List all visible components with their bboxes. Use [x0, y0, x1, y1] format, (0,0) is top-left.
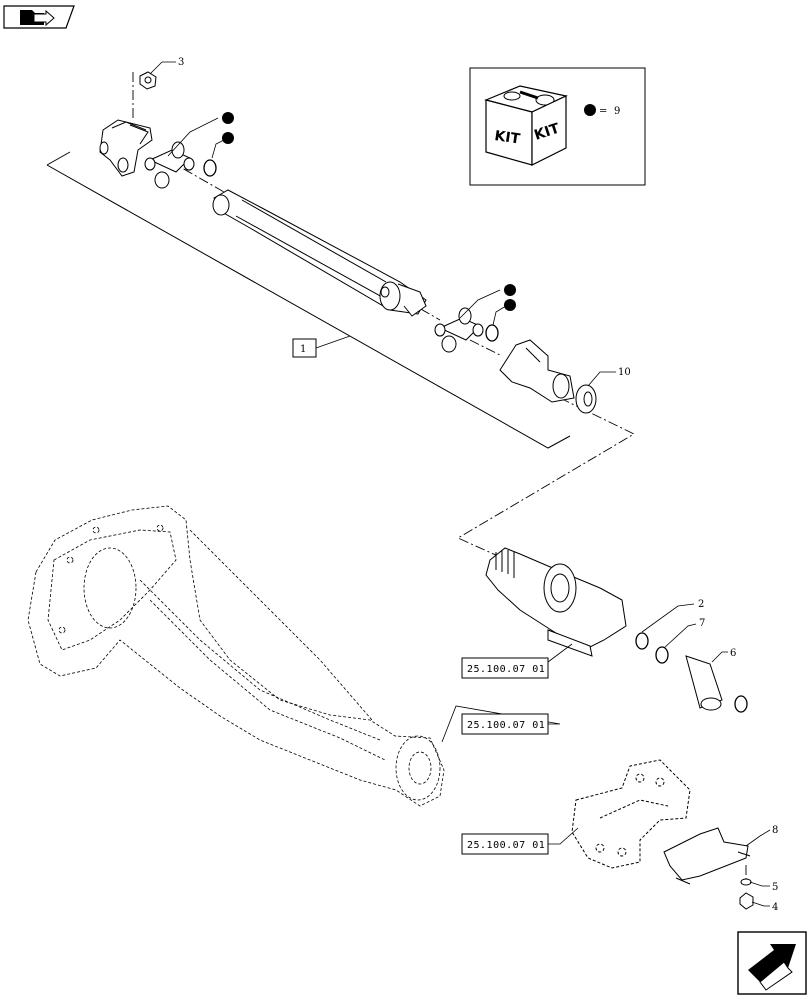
kit-marker-icon [222, 132, 234, 144]
callout-8: 8 [772, 825, 778, 836]
ring-part-7 [655, 646, 669, 664]
reference-link-b[interactable]: 25.100.07 01 [461, 713, 549, 735]
reference-link-a[interactable]: 25.100.07 01 [461, 657, 549, 679]
axle-housing-outline [27, 505, 445, 807]
callout-1-box[interactable]: 1 [292, 338, 317, 358]
lower-cross-part [434, 307, 484, 353]
drive-shaft-tube-part [212, 189, 427, 317]
upper-yoke-part [99, 119, 153, 177]
bolt-nut-part [739, 892, 754, 910]
callout-4: 4 [772, 902, 778, 913]
seal-part [575, 384, 597, 414]
next-page-arrow-icon [748, 944, 796, 991]
driveshaft-assembly-outline [46, 151, 571, 449]
upper-snap-ring-part [203, 159, 217, 177]
reference-text-a: 25.100.07 01 [467, 664, 545, 675]
shield-plate-part [663, 827, 751, 885]
bushing-part [685, 655, 748, 713]
kit-label-right: KIT [532, 121, 562, 144]
reference-link-c[interactable]: 25.100.07 01 [461, 833, 549, 855]
kit-ref-number: 9 [614, 106, 620, 117]
ring-part-2 [635, 632, 649, 650]
kit-marker-icon [504, 284, 516, 296]
callout-10: 10 [618, 367, 631, 378]
kit-marker-icon [504, 299, 516, 311]
kit-bullet-icon [584, 104, 596, 116]
callout-5: 5 [772, 882, 778, 893]
nut-part [139, 71, 157, 90]
pinion-shaft-part [485, 547, 627, 657]
upper-cross-part [144, 141, 195, 189]
kit-legend-box: KIT KIT = 9 [469, 67, 646, 186]
support-bracket-part [571, 759, 691, 869]
folder-arrow-icon [20, 9, 55, 27]
lower-snap-ring-part [485, 324, 499, 342]
washer-part [740, 878, 752, 886]
kit-equals-sign: = [599, 106, 607, 117]
callout-6: 6 [730, 648, 736, 659]
callout-3: 3 [178, 57, 184, 68]
reference-text-c: 25.100.07 01 [467, 840, 545, 851]
nav-back-button[interactable] [3, 5, 75, 29]
nav-next-button[interactable] [737, 931, 807, 995]
reference-text-b: 25.100.07 01 [467, 720, 545, 731]
kit-label-left: KIT [493, 128, 521, 147]
callout-1: 1 [300, 344, 306, 355]
kit-marker-icon [222, 112, 234, 124]
slip-yoke-part [499, 339, 575, 403]
callout-7: 7 [699, 618, 705, 629]
kit-box-icon: KIT KIT [484, 85, 568, 166]
callout-2: 2 [698, 599, 704, 610]
